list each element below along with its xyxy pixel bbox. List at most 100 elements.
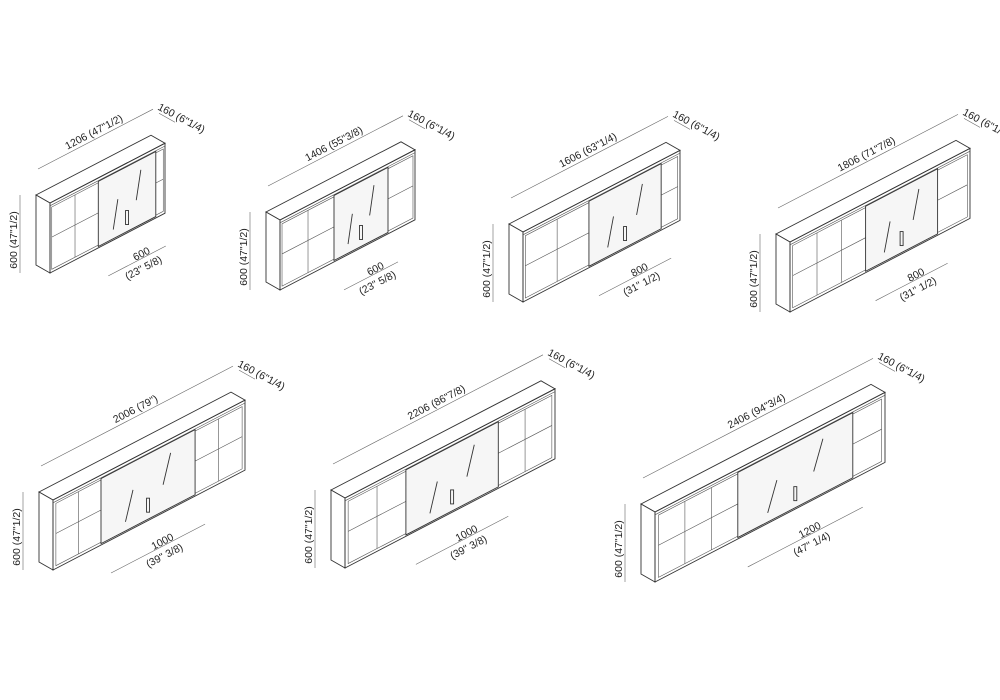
glass-reflection-mark	[466, 444, 475, 477]
width-dimension-line	[40, 365, 234, 467]
depth-dimension-line	[963, 118, 981, 128]
left-module-shelf	[792, 237, 866, 276]
depth-dimension-line	[158, 112, 176, 123]
top-molding	[654, 394, 886, 516]
width-dimension-line	[267, 115, 404, 187]
width-dimension-line	[642, 358, 874, 479]
front-frame	[279, 149, 416, 291]
door-dimension-line	[875, 262, 948, 301]
glass-reflection-mark	[347, 213, 353, 245]
bookcase-unit-6: 2206 (86"7/8)160 (6"1/4)600 (47"1/2)1000…	[303, 347, 597, 569]
top-molding	[522, 152, 681, 236]
door-handle	[623, 226, 627, 241]
depth-label: 160 (6"1/4)	[876, 350, 927, 385]
width-label: 1206 (47"1/2)	[63, 113, 125, 153]
glass-reflection-mark	[135, 169, 142, 201]
sliding-door	[100, 428, 196, 545]
door-dimension-line	[747, 506, 863, 568]
door-dimension-line	[598, 257, 672, 296]
glass-reflection-mark	[162, 452, 172, 485]
left-module-shelf	[658, 503, 738, 546]
width-label: 2206 (86"7/8)	[406, 383, 468, 423]
width-label: 2006 (79")	[111, 393, 160, 426]
height-label: 600 (47"1/2)	[303, 506, 315, 563]
width-dimension-line	[332, 354, 544, 465]
width-label: 1806 (71"7/8)	[836, 135, 898, 175]
glass-reflection-mark	[767, 479, 778, 514]
width-dimension-line	[37, 108, 154, 170]
side-panel	[640, 503, 656, 583]
width-dimension-line	[510, 116, 669, 199]
glass-reflection-mark	[112, 199, 119, 230]
front-frame	[49, 142, 166, 274]
depth-label: 160 (6"1/4)	[236, 358, 287, 393]
right-module-shelf	[852, 428, 882, 445]
height-label: 600 (47"1/2)	[8, 211, 20, 268]
glass-reflection-mark	[369, 185, 375, 216]
top-molding	[789, 150, 971, 246]
height-label: 600 (47"1/2)	[481, 240, 493, 297]
width-dimension-line	[777, 114, 959, 209]
sliding-door	[865, 168, 939, 273]
door-handle	[450, 489, 455, 505]
side-panel	[330, 489, 346, 569]
side-panel	[35, 194, 51, 274]
top-molding	[52, 402, 246, 504]
bookcase-unit-1: 1206 (47"1/2)160 (6"1/4)600 (47"1/2)600(…	[8, 101, 207, 283]
top-molding	[49, 145, 166, 207]
depth-dimension-line	[878, 362, 896, 372]
sliding-door	[737, 411, 854, 539]
door-dimension-line	[110, 523, 206, 574]
depth-dimension-line	[548, 358, 566, 369]
depth-label: 160 (6"1/4)	[961, 106, 1000, 141]
height-label: 600 (47"1/2)	[748, 250, 760, 307]
sliding-door	[333, 166, 389, 262]
width-label: 1406 (55"3/8)	[303, 124, 365, 164]
width-label: 1606 (63"1/4)	[557, 131, 619, 171]
side-panel	[38, 491, 54, 571]
door-handle	[359, 225, 363, 240]
depth-dimension-line	[238, 369, 256, 380]
top-molding	[344, 391, 556, 502]
right-module-shelf	[937, 184, 968, 201]
front-frame	[52, 399, 246, 571]
front-frame	[654, 391, 886, 583]
door-handle	[146, 497, 150, 513]
glass-reflection-mark	[813, 438, 824, 472]
glass-reflection-mark	[636, 183, 643, 216]
front-frame	[789, 147, 971, 313]
front-frame	[522, 149, 681, 303]
bookcase-unit-4: 1806 (71"7/8)160 (6"1/4)600 (47"1/2)800(…	[748, 106, 1000, 313]
sliding-door	[405, 421, 499, 536]
depth-dimension-line	[673, 120, 691, 130]
depth-label: 160 (6"1/4)	[406, 108, 457, 143]
depth-label: 160 (6"1/4)	[546, 347, 597, 382]
sliding-door	[588, 162, 662, 268]
height-label: 600 (47"1/2)	[613, 520, 625, 577]
depth-label: 160 (6"1/4)	[156, 101, 207, 136]
door-dimension-line	[108, 245, 166, 277]
top-molding	[279, 152, 416, 224]
side-panel	[508, 223, 524, 303]
height-label: 600 (47"1/2)	[238, 228, 250, 285]
glass-reflection-mark	[607, 216, 614, 248]
glass-reflection-mark	[429, 481, 438, 514]
front-frame	[344, 388, 556, 569]
sliding-door	[97, 150, 157, 248]
door-handle	[899, 231, 904, 247]
depth-dimension-line	[408, 119, 426, 130]
door-dimension-line	[343, 261, 399, 291]
width-label: 2406 (94"3/4)	[726, 392, 788, 432]
side-panel	[265, 211, 281, 291]
glass-reflection-mark	[883, 221, 891, 253]
right-module-shelf	[155, 178, 164, 184]
height-label: 600 (47"1/2)	[11, 508, 23, 565]
bookcase-unit-2: 1406 (55"3/8)160 (6"1/4)600 (47"1/2)600(…	[238, 108, 457, 298]
side-panel	[775, 233, 791, 313]
bookcase-unit-5: 2006 (79")160 (6"1/4)600 (47"1/2)1000(39…	[11, 358, 287, 574]
right-module-shelf	[387, 185, 414, 200]
door-handle	[125, 210, 130, 225]
right-module-shelf	[661, 186, 678, 196]
glass-reflection-mark	[125, 489, 134, 522]
